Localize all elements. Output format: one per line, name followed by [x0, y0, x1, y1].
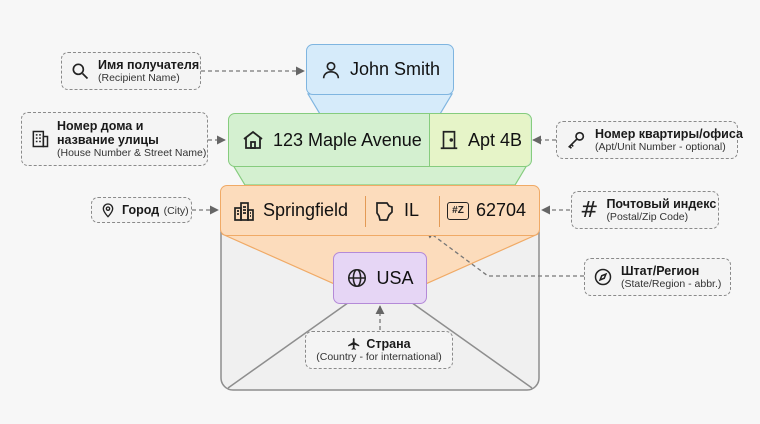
city-text: Springfield — [263, 200, 349, 220]
callout-state: Штат/Регион (State/Region - abbr.) — [584, 258, 731, 296]
globe-icon — [346, 267, 368, 289]
street-segment: 123 Maple Avenue — [229, 114, 429, 166]
callout-recipient: Имя получателя (Recipient Name) — [61, 52, 201, 90]
divider-2 — [439, 196, 440, 227]
recipient-name-box: John Smith — [306, 44, 454, 95]
callout-country-subtitle: (Country - for international) — [316, 350, 442, 363]
state-arrow — [425, 229, 584, 277]
callout-street: Номер дома и название улицы (House Numbe… — [21, 112, 208, 166]
callout-city: Город (City) — [91, 197, 192, 223]
apt-text: Apt 4B — [467, 129, 523, 150]
key-icon — [565, 129, 587, 151]
door-icon — [438, 129, 460, 151]
city-segment: Springfield — [221, 186, 365, 235]
country-text: USA — [376, 267, 414, 288]
house-icon — [241, 128, 265, 152]
state-text: IL — [404, 200, 420, 220]
callout-apt: Номер квартиры/офиса (Apt/Unit Number - … — [556, 121, 743, 159]
building-icon — [30, 128, 50, 150]
callout-city-title: Город — [122, 203, 160, 217]
compass-icon — [593, 267, 613, 287]
street-text: 123 Maple Avenue — [273, 129, 422, 150]
callout-street-title-1: Номер дома и — [57, 118, 144, 133]
callout-country: Страна (Country - for international) — [305, 331, 453, 369]
callout-city-subtitle: (City) — [163, 205, 189, 217]
hash-icon: # — [580, 197, 599, 223]
region-bar: Springfield IL #Z 62704 — [220, 185, 540, 236]
callout-zip-subtitle: (Postal/Zip Code) — [606, 210, 689, 223]
zip-text: 62704 — [476, 200, 527, 220]
city-buildings-icon — [232, 199, 256, 223]
recipient-name-text: John Smith — [349, 59, 441, 79]
apt-segment: Apt 4B — [429, 114, 530, 166]
callout-recipient-subtitle: (Recipient Name) — [98, 71, 180, 84]
name-funnel — [306, 93, 454, 115]
airplane-icon — [347, 337, 361, 351]
callout-state-subtitle: (State/Region - abbr.) — [621, 277, 722, 290]
search-icon — [70, 61, 90, 81]
callout-apt-title: Номер квартиры/офиса — [595, 126, 743, 141]
country-box: USA — [333, 252, 427, 304]
street-box: 123 Maple Avenue Apt 4B — [228, 113, 532, 167]
callout-street-title-2: название улицы — [57, 132, 159, 147]
state-map-icon — [373, 199, 397, 223]
person-icon — [320, 59, 342, 81]
callout-apt-subtitle: (Apt/Unit Number - optional) — [595, 140, 726, 153]
callout-zip-title: Почтовый индекс — [606, 196, 717, 211]
callout-zip: # Почтовый индекс (Postal/Zip Code) — [571, 191, 719, 229]
state-segment: IL — [373, 186, 453, 235]
location-pin-icon — [100, 201, 116, 219]
zip-segment: #Z 62704 — [447, 186, 526, 235]
callout-recipient-title: Имя получателя — [98, 57, 200, 72]
callout-state-title: Штат/Регион — [621, 263, 700, 278]
divider-1 — [365, 196, 366, 227]
callout-street-subtitle: (House Number & Street Name) — [57, 146, 207, 159]
callout-country-title: Страна — [366, 336, 411, 351]
zip-badge-icon: #Z — [447, 201, 469, 220]
